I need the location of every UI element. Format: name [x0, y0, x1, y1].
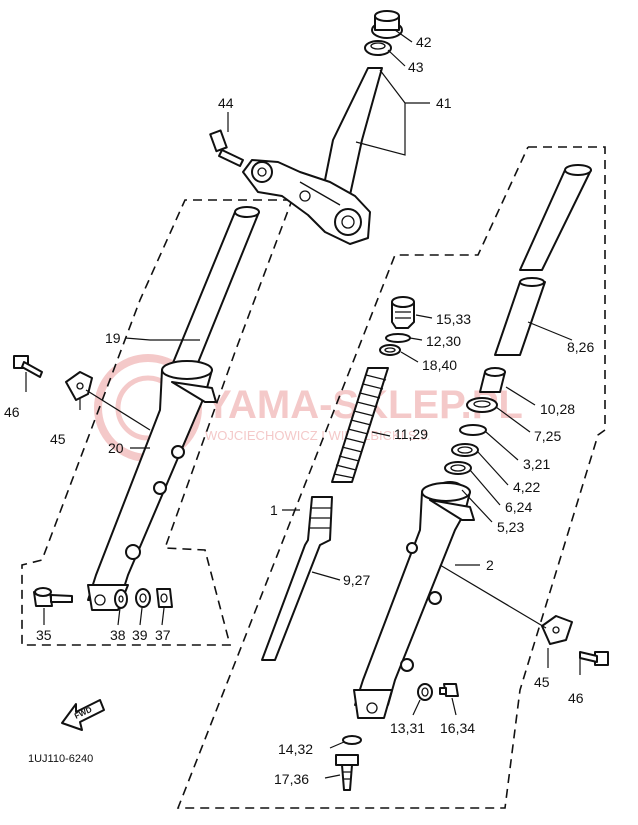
callout-45-right: 45 [534, 674, 550, 690]
under-bracket-left-clamp [251, 161, 273, 183]
outer-tube-20 [87, 369, 213, 601]
left-fork-boundary [21, 199, 293, 646]
right-outer-tube-assembly [335, 482, 609, 791]
callout-41: 41 [436, 95, 452, 111]
callout-15-33: 15,33 [436, 311, 471, 327]
bolt-35 [50, 594, 73, 603]
bracket-45-left [65, 371, 93, 401]
right-fork-internals [261, 164, 592, 661]
bolt-17-head [335, 754, 359, 766]
callout-8-26: 8,26 [567, 339, 594, 355]
clip-3 [459, 424, 487, 436]
nut-37 [156, 588, 173, 608]
callout-35: 35 [36, 627, 52, 643]
leader-lines [25, 29, 581, 779]
bolt-44-head [209, 129, 228, 153]
o-ring-12 [385, 333, 411, 343]
callout-6-24: 6,24 [505, 499, 532, 515]
damper-rod-9 [261, 496, 333, 661]
inner-tube-8 [519, 169, 592, 271]
callout-44: 44 [218, 95, 234, 111]
washer-14 [342, 735, 362, 745]
outer-tube-2 [354, 491, 471, 706]
bolt-46-right [579, 651, 598, 663]
steering-stem [321, 67, 383, 196]
washer-13 [417, 683, 433, 701]
callout-37: 37 [155, 627, 171, 643]
left-fork-assembly [13, 206, 260, 611]
watermark-subtitle: WOJCIECHOWICZ I WIERZBICKI S.J. [205, 428, 430, 443]
callout-9-27: 9,27 [343, 572, 370, 588]
callout-13-31: 13,31 [390, 720, 425, 736]
callout-43: 43 [408, 59, 424, 75]
spring-11 [331, 367, 389, 483]
spacer-18 [379, 344, 401, 356]
callout-17-36: 17,36 [274, 771, 309, 787]
inner-tube-19 [167, 211, 260, 376]
bolt-46-left [21, 361, 43, 378]
callout-46-left: 46 [4, 404, 20, 420]
washer-39 [135, 588, 151, 608]
callout-16-34: 16,34 [440, 720, 475, 736]
callout-2: 2 [486, 557, 494, 573]
callout-4-22: 4,22 [513, 479, 540, 495]
callout-12-30: 12,30 [426, 333, 461, 349]
bolt-17 [341, 764, 353, 791]
seal-6 [444, 461, 472, 475]
callout-14-32: 14,32 [278, 741, 313, 757]
callout-45-left: 45 [50, 431, 66, 447]
oil-seal-7 [466, 397, 498, 413]
bolt-16 [439, 687, 447, 695]
callout-18-40: 18,40 [422, 357, 457, 373]
callouts: 42 43 41 44 19 20 45 46 35 38 39 37 15,3… [4, 34, 594, 787]
callout-10-28: 10,28 [540, 401, 575, 417]
right-fork-boundary [176, 146, 606, 809]
callout-46-right: 46 [568, 690, 584, 706]
callout-20: 20 [108, 440, 124, 456]
under-bracket-right-clamp [334, 208, 362, 236]
callout-7-25: 7,25 [534, 428, 561, 444]
callout-1: 1 [270, 502, 278, 518]
callout-38: 38 [110, 627, 126, 643]
callout-3-21: 3,21 [523, 456, 550, 472]
callout-5-23: 5,23 [497, 519, 524, 535]
fwd-arrow-icon: FWD [61, 699, 105, 731]
callout-39: 39 [132, 627, 148, 643]
diagram-code: 1UJ110-6240 [28, 753, 93, 765]
outer-tube-2-top [421, 482, 471, 502]
steering-stem-assembly [209, 10, 403, 245]
washer-38 [114, 589, 128, 609]
bolt-44 [218, 149, 244, 167]
outer-tube-20-top [161, 360, 213, 380]
callout-42: 42 [416, 34, 432, 50]
callout-19: 19 [105, 330, 121, 346]
right-axle-holder [353, 689, 393, 719]
inner-tube-8-lower [494, 281, 546, 356]
callout-11-29: 11,29 [394, 426, 428, 442]
washer-4 [451, 443, 479, 457]
bracket-45-right [541, 615, 573, 645]
